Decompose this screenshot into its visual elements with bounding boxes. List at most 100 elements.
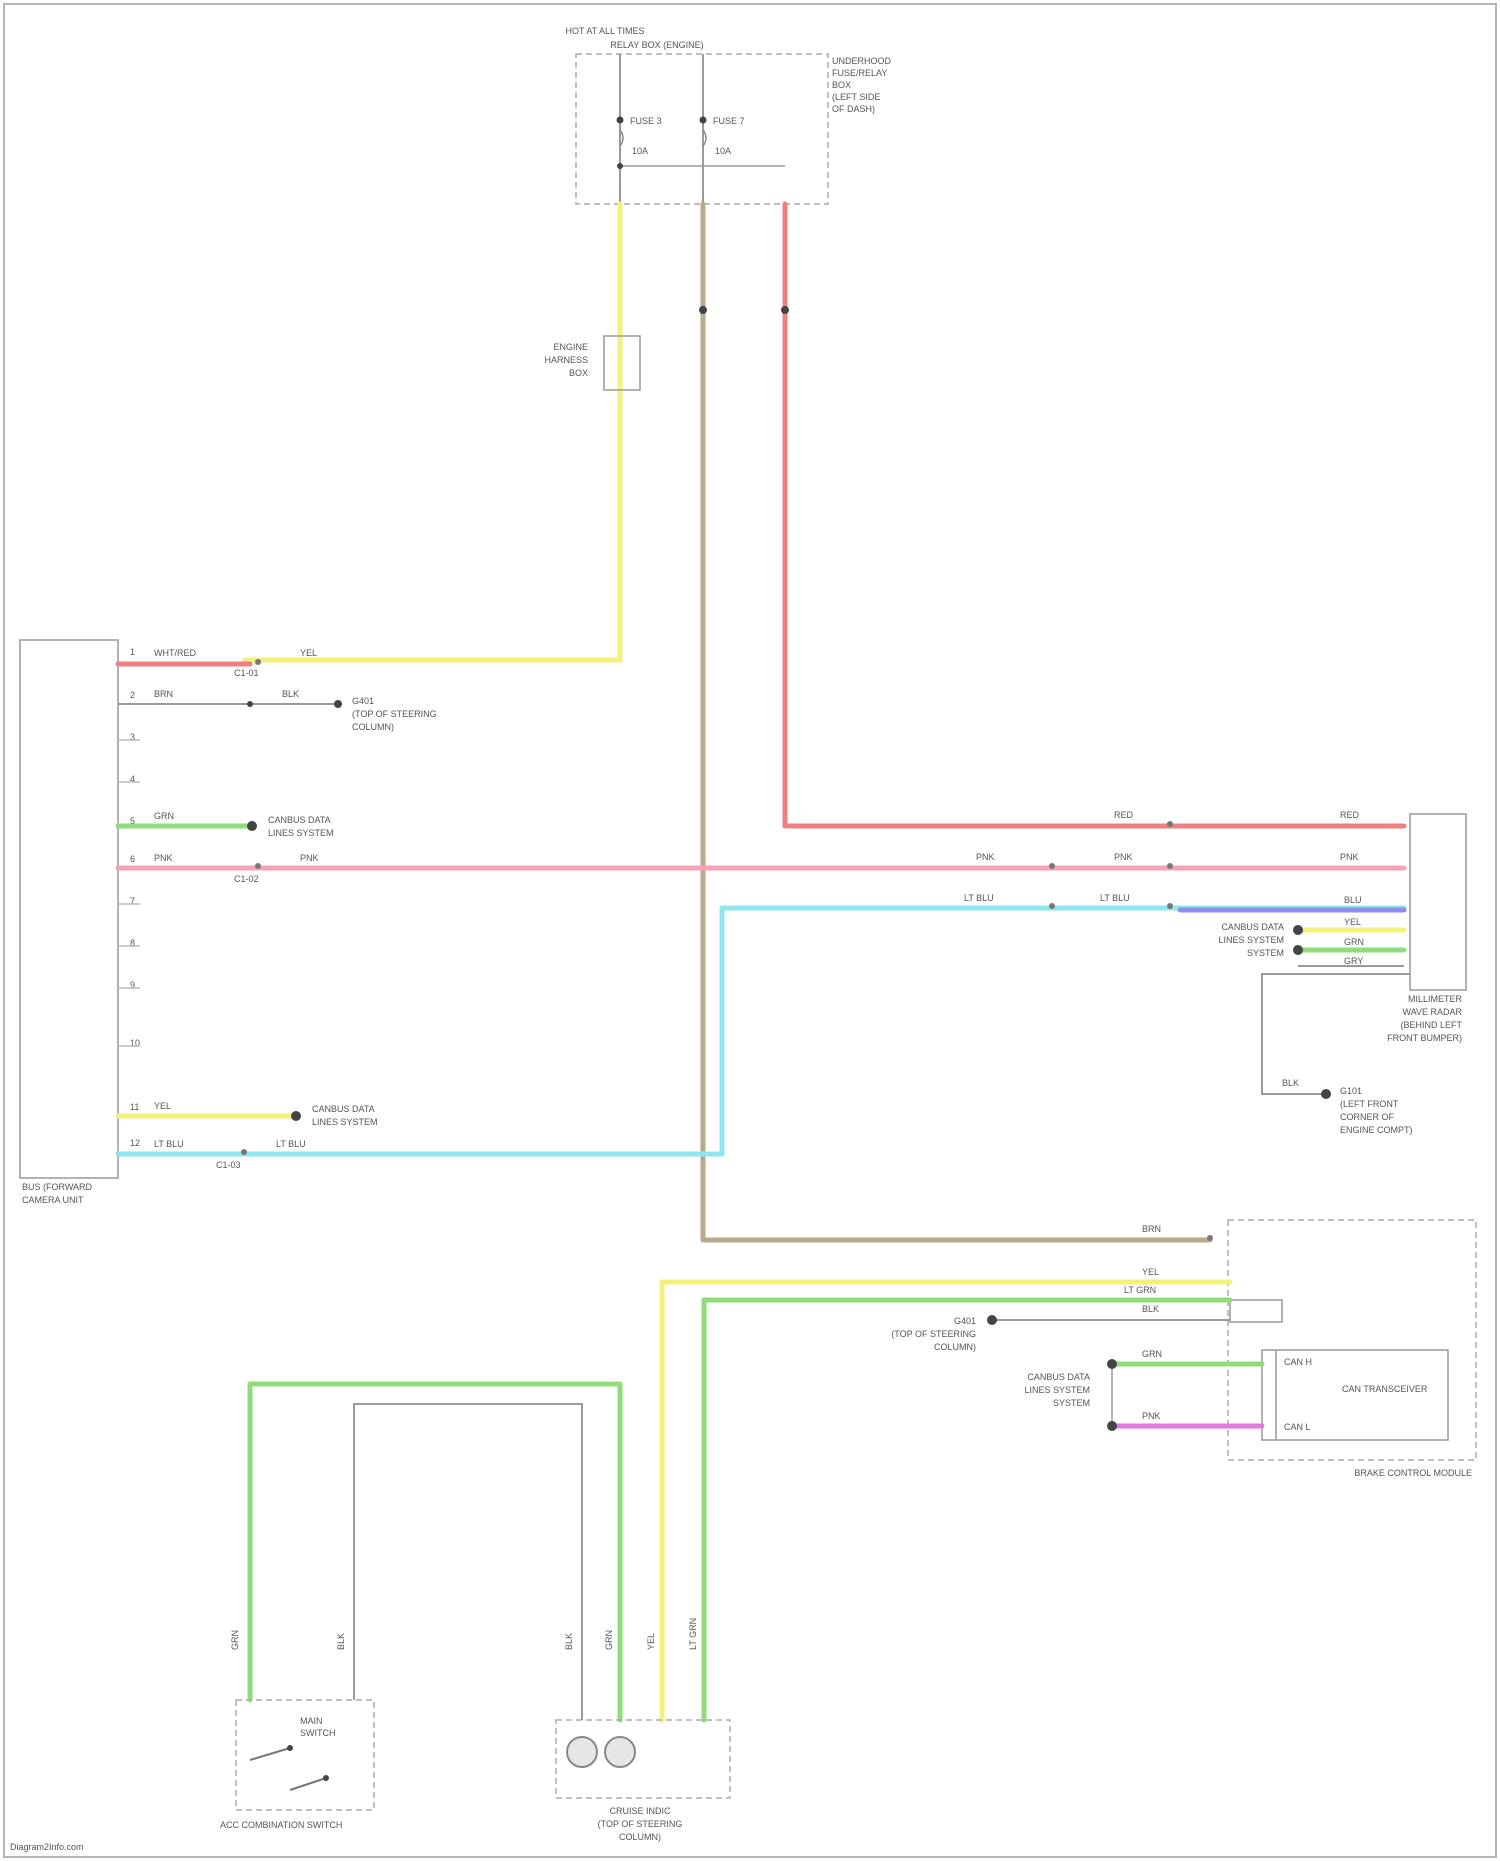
wire-yellow-fuse-to-camera: [245, 204, 620, 660]
brake-yel-label: YEL: [1142, 1267, 1159, 1277]
fuse-a-label: FUSE 3: [630, 116, 662, 126]
switch-contact-2: [290, 1778, 326, 1790]
brake-module-label: BRAKE CONTROL MODULE: [1354, 1468, 1472, 1478]
canbus-node-pin11: [291, 1111, 301, 1121]
fuse-relay-box: HOT AT ALL TIMES RELAY BOX (ENGINE) UNDE…: [565, 26, 891, 204]
radar-ground-wire-label: BLK: [1282, 1078, 1299, 1088]
wire-pin2-a-label: BRN: [154, 689, 173, 699]
camera-unit-box: [20, 640, 118, 1178]
ground-ref-3: COLUMN): [352, 722, 394, 732]
radar-red-label-a: RED: [1114, 810, 1134, 820]
lamp-wire-grn: GRN: [604, 1630, 614, 1650]
lamp-bulb-1: [567, 1737, 597, 1767]
wire-pin6-b-label: PNK: [300, 853, 319, 863]
junction-label-1: ENGINE: [553, 342, 588, 352]
ground-ref-2: (TOP OF STEERING: [352, 709, 437, 719]
canbus-ref-hi-1: CANBUS DATA: [268, 815, 331, 825]
can-l-label: CAN L: [1284, 1422, 1311, 1432]
brake-can-1: CANBUS DATA: [1027, 1372, 1090, 1382]
wire-pin1-b-label: YEL: [300, 648, 317, 658]
brake-gnd-3: COLUMN): [934, 1342, 976, 1352]
radar-label-2: WAVE RADAR: [1402, 1007, 1462, 1017]
radar-ground-2: (LEFT FRONT: [1340, 1099, 1399, 1109]
wire-pin12-lightblue: [118, 908, 1404, 1154]
switch-grn-label: GRN: [230, 1630, 240, 1650]
acc-combination-switch: MAIN SWITCH ACC COMBINATION SWITCH: [220, 1700, 374, 1830]
wire-switch-green: [250, 1384, 620, 1720]
radar-pink-label-a: PNK: [976, 852, 995, 862]
switch-label-1: MAIN: [300, 1716, 323, 1726]
wire-pin2-b-label: BLK: [282, 689, 299, 699]
left-pin-11: 11: [130, 1102, 139, 1112]
footer-watermark: Diagram2Info.com: [10, 1842, 84, 1852]
brake-ltgrn-label: LT GRN: [1124, 1285, 1156, 1295]
radar-label-1: MILLIMETER: [1408, 994, 1463, 1004]
radar-can-2: LINES SYSTEM: [1218, 935, 1284, 945]
connector-brake-brn: [1207, 1235, 1213, 1241]
fuse-box-label-4: (LEFT SIDE: [832, 92, 880, 102]
radar-ground-4: ENGINE COMPT): [1340, 1125, 1413, 1135]
wire-pin6-a-label: PNK: [154, 853, 173, 863]
connector-pin12: [241, 1149, 247, 1155]
fuse-box-title-1: HOT AT ALL TIMES: [565, 26, 644, 36]
junction-label-3: BOX: [569, 368, 588, 378]
wire-switch-thin: [354, 1404, 582, 1720]
wire-tan-fuse-to-brake: [703, 204, 1210, 1240]
canbus-ref-lo-2: LINES SYSTEM: [312, 1117, 378, 1127]
can-h-wire-label: GRN: [1142, 1349, 1162, 1359]
radar-gray-label: GRY: [1344, 956, 1363, 966]
ground-ref-1: G401: [352, 696, 374, 706]
wire-pin11-label: YEL: [154, 1101, 171, 1111]
radar-cyan-label-b: LT BLU: [1100, 893, 1130, 903]
lamp-bulb-2: [605, 1737, 635, 1767]
connector-radar-cyan-1: [1049, 903, 1055, 909]
brake-blk-label: BLK: [1142, 1304, 1159, 1314]
brake-module-outline: [1228, 1220, 1476, 1460]
radar-red-label-b: RED: [1340, 810, 1360, 820]
can-transceiver-label: CAN TRANSCEIVER: [1342, 1384, 1428, 1394]
engine-harness-junction: ENGINE HARNESS BOX: [544, 336, 640, 390]
brake-control-module: BRAKE CONTROL MODULE CAN TRANSCEIVER CAN…: [1228, 1220, 1476, 1478]
fuse-bus-node: [617, 163, 623, 169]
connector-pin2: [247, 701, 253, 707]
brake-can-2: LINES SYSTEM: [1024, 1385, 1090, 1395]
wire-pin1-a-label: WHT/RED: [154, 648, 196, 658]
switch-contact-1: [250, 1748, 290, 1760]
fuse-b-amp: 10A: [715, 146, 731, 156]
connector-pin6: [255, 863, 261, 869]
canbus-node-pin5: [247, 821, 257, 831]
lamp-wire-blk: BLK: [564, 1633, 574, 1650]
connector-ref-2: C1-02: [234, 874, 259, 884]
lamp-wire-ltgrn: LT GRN: [688, 1618, 698, 1650]
switch-pivot-2: [323, 1775, 329, 1781]
canbus-node-radar-1: [1293, 925, 1303, 935]
junction-label-2: HARNESS: [544, 355, 588, 365]
camera-unit-label-2: CAMERA UNIT: [22, 1195, 84, 1205]
radar-label-4: FRONT BUMPER): [1387, 1033, 1462, 1043]
fuse-box-title-2: RELAY BOX (ENGINE): [610, 40, 703, 50]
canbus-node-brake-h: [1107, 1359, 1117, 1369]
can-h-label: CAN H: [1284, 1357, 1312, 1367]
canbus-node-brake-l: [1107, 1421, 1117, 1431]
connector-radar-cyan-2: [1167, 903, 1173, 909]
radar-box: [1410, 814, 1466, 990]
lamp-label-3: COLUMN): [619, 1832, 661, 1842]
radar-ground-1: G101: [1340, 1086, 1362, 1096]
fuse-box-label-3: BOX: [832, 80, 851, 90]
ground-node-radar: [1321, 1089, 1331, 1099]
radar-green-label: GRN: [1344, 937, 1364, 947]
connector-radar-pink-2: [1167, 863, 1173, 869]
left-pin-6: 6: [130, 854, 135, 864]
fuse-b-node: [700, 117, 707, 124]
connector-pin1: [255, 659, 261, 665]
wire-pin12-a-label: LT BLU: [154, 1139, 184, 1149]
canbus-node-radar-2: [1293, 945, 1303, 955]
fuse-box-label-5: OF DASH): [832, 104, 875, 114]
fuse-box-label-2: FUSE/RELAY: [832, 68, 887, 78]
cruise-indicator: CRUISE INDIC (TOP OF STEERING COLUMN): [556, 1720, 730, 1842]
radar-yellow-label: YEL: [1344, 917, 1361, 927]
splice-red: [781, 306, 789, 314]
radar-can-3: SYSTEM: [1247, 948, 1284, 958]
wire-red-fuse-to-radar: [785, 204, 1404, 826]
